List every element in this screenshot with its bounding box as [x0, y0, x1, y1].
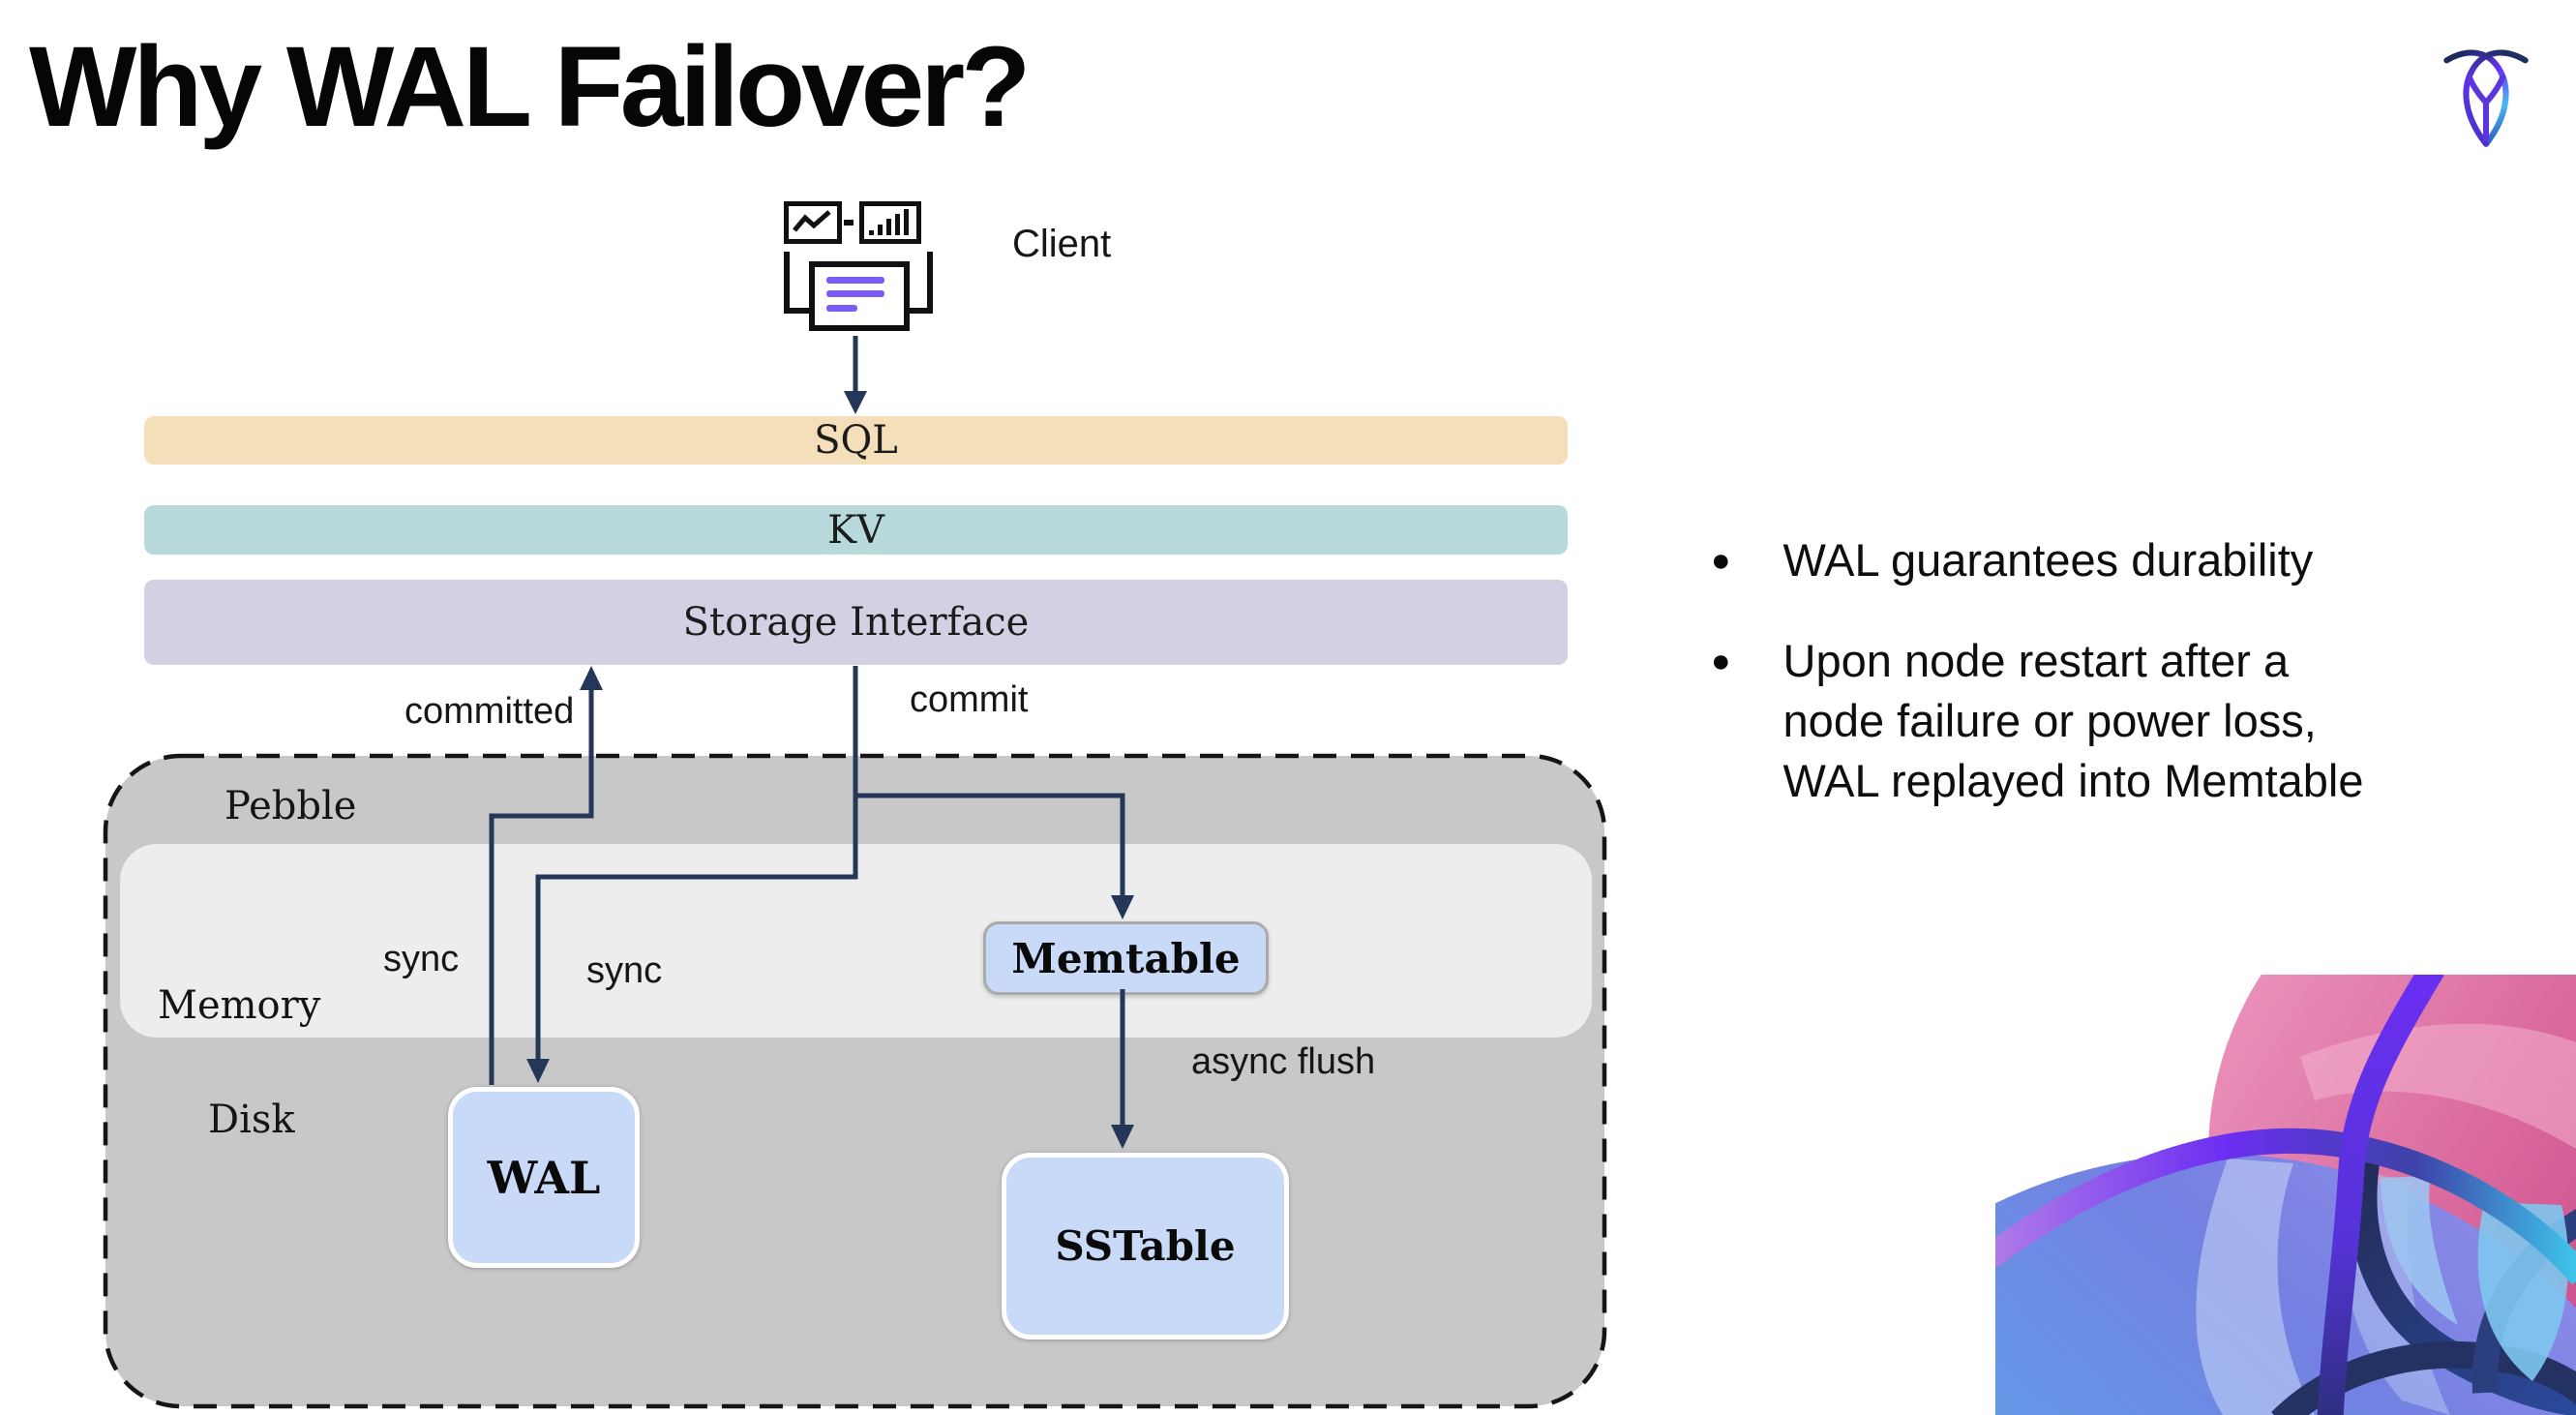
commit-edge-label: commit	[910, 679, 1029, 720]
bracket-left	[784, 252, 809, 314]
sql-layer-label: SQL	[814, 418, 898, 463]
memtable-node-label: Memtable	[1011, 934, 1241, 982]
sstable-node: SSTable	[1002, 1153, 1289, 1340]
sync-right-edge-label: sync	[586, 950, 663, 991]
committed-edge-label: committed	[404, 691, 575, 732]
bullet-text-line: WAL replayed into Memtable	[1782, 755, 2364, 806]
bullet-text-line: Upon node restart after a	[1782, 635, 2290, 686]
bullet-dot-icon: ●	[1711, 542, 1731, 579]
page-title: Why WAL Failover?	[29, 23, 1031, 151]
async-flush-edge-label: async flush	[1191, 1041, 1376, 1082]
client-icon	[782, 197, 933, 333]
line-chart-icon	[784, 201, 842, 244]
bar-chart-icon	[859, 201, 921, 244]
bullet-item-replay: ● Upon node restart after a node failure…	[1711, 631, 2543, 811]
bullet-text-line: WAL guarantees durability	[1782, 534, 2314, 586]
bullet-list: ● WAL guarantees durability ● Upon node …	[1711, 530, 2543, 852]
bullet-item-durability: ● WAL guarantees durability	[1711, 530, 2543, 590]
memory-band	[120, 844, 1592, 1038]
document-icon	[809, 261, 910, 331]
storage-interface-label: Storage Interface	[682, 600, 1030, 645]
brand-decoration	[1995, 975, 2576, 1415]
bullet-dot-icon: ●	[1711, 643, 1731, 679]
memory-label: Memory	[158, 983, 321, 1028]
sstable-node-label: SSTable	[1055, 1222, 1236, 1270]
disk-label: Disk	[208, 1098, 295, 1142]
wal-node: WAL	[448, 1087, 640, 1268]
pebble-label: Pebble	[225, 784, 357, 828]
kv-layer-label: KV	[827, 507, 884, 553]
cockroachdb-logo-icon	[2443, 49, 2529, 147]
bracket-right	[908, 252, 933, 314]
kv-layer-bar: KV	[144, 505, 1568, 555]
wal-node-label: WAL	[487, 1151, 601, 1204]
storage-interface-bar: Storage Interface	[144, 580, 1568, 665]
client-label: Client	[1012, 223, 1112, 265]
memtable-node: Memtable	[983, 921, 1269, 995]
bullet-text-line: node failure or power loss,	[1782, 695, 2317, 746]
dash-connector	[844, 220, 854, 226]
sql-layer-bar: SQL	[144, 416, 1568, 465]
sync-left-edge-label: sync	[383, 939, 460, 979]
